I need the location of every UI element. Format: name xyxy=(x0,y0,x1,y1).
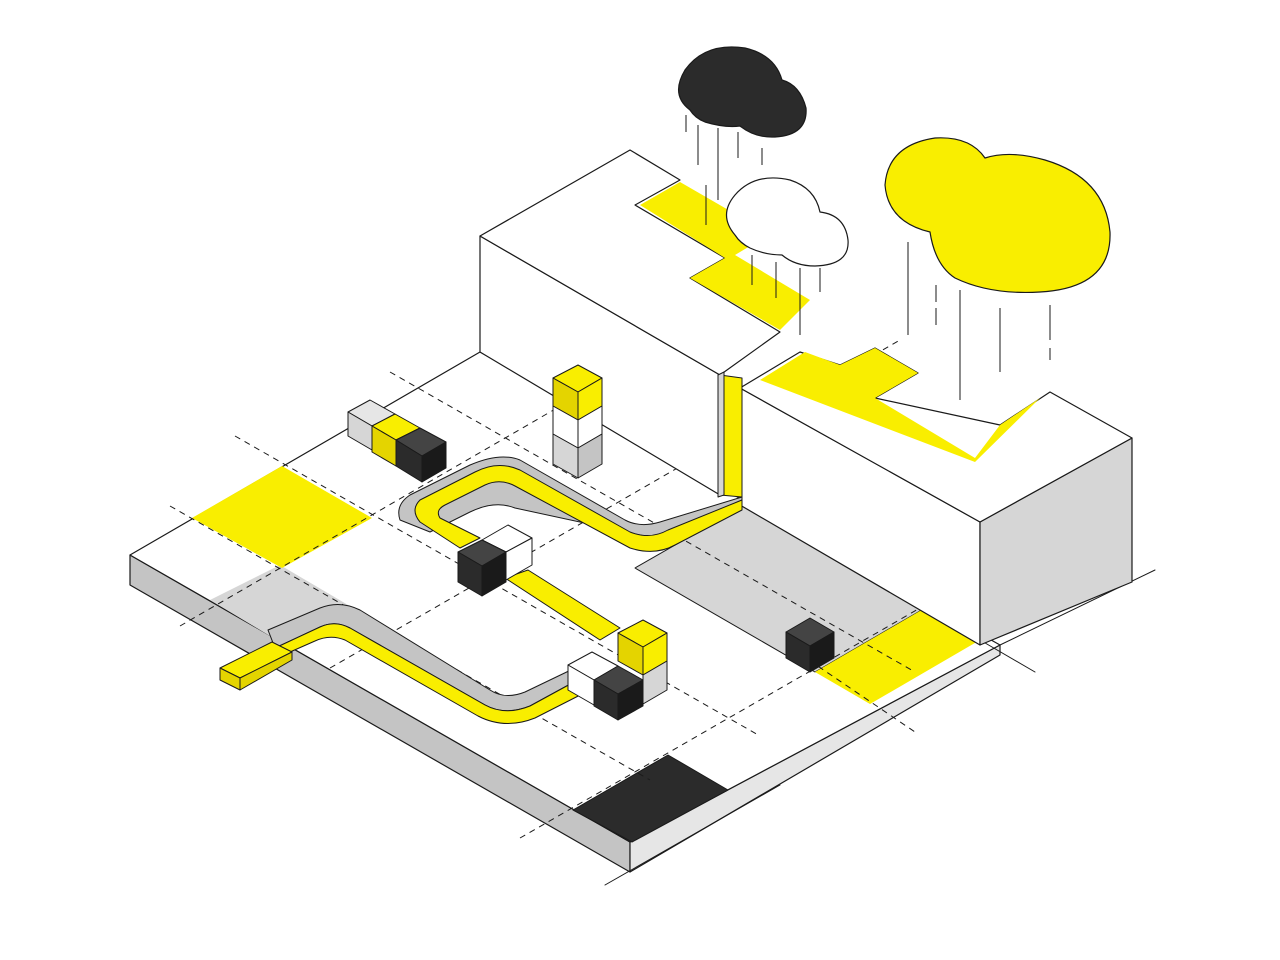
pipe-spout-front xyxy=(239,651,293,691)
cube-single-right xyxy=(785,617,835,673)
white-rain-cloud xyxy=(725,177,849,267)
cube-pair-middle xyxy=(457,524,533,597)
drain-pipe-edge xyxy=(717,371,725,498)
tall-building xyxy=(479,149,810,496)
yellow-rain-cloud xyxy=(884,137,1111,294)
dark-tile-front xyxy=(572,754,729,843)
pipe-upper-yellow xyxy=(414,465,743,552)
yellow-pipe-upper xyxy=(398,456,743,552)
yellow-tile-left xyxy=(192,466,372,568)
roof-channel-tall xyxy=(640,182,810,330)
dark-rain-cloud xyxy=(678,46,807,138)
cube-row-back-left xyxy=(347,399,447,483)
yellow-pipe-lower xyxy=(219,569,621,724)
roof-channel-low xyxy=(760,348,1040,462)
cube-column xyxy=(552,364,603,479)
cube-cluster-front xyxy=(567,619,668,721)
rain xyxy=(685,115,1051,400)
yellow-tile-right xyxy=(815,608,980,704)
low-building xyxy=(739,347,1133,646)
pipe-middle-yellow xyxy=(504,569,621,641)
